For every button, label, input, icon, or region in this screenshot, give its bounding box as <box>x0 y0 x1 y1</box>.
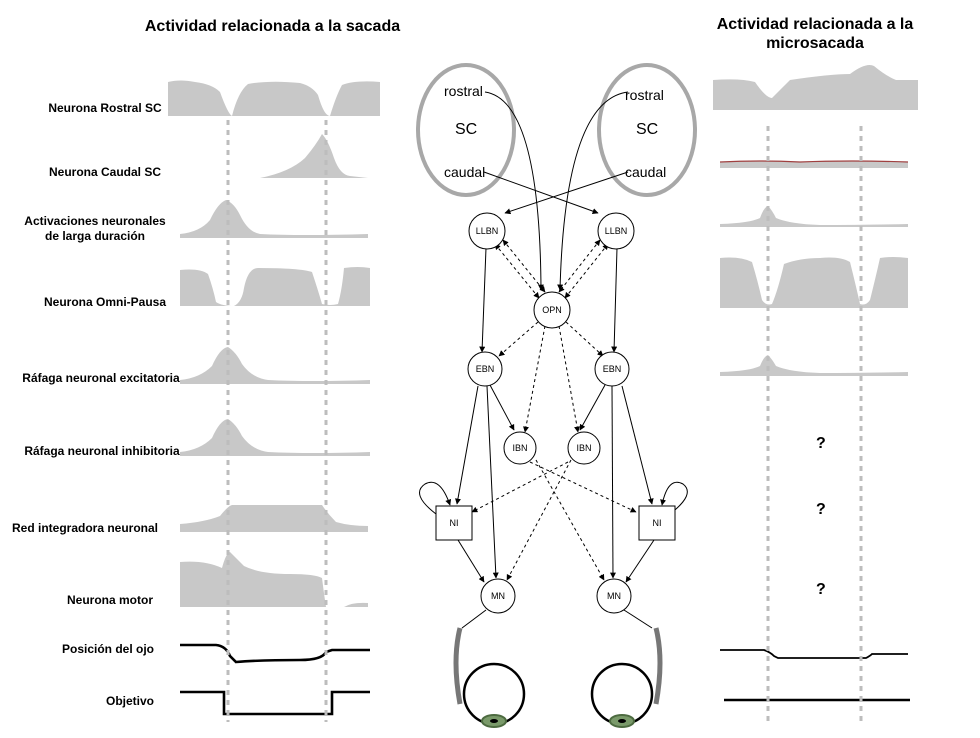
trace-rostral-sc <box>168 80 380 116</box>
micro-trace-caudal-line <box>719 160 909 163</box>
label-rostral-sc: Neurona Rostral SC <box>48 101 162 115</box>
micro-trace-llbn <box>720 206 908 227</box>
microsaccade-guides <box>766 126 863 722</box>
micro-trace-opn <box>720 257 908 308</box>
label-eye-position: Posición del ojo <box>61 642 154 656</box>
sc-right-outline <box>597 63 697 197</box>
circuit-labels: rostral SC caudal rostral SC caudal <box>444 83 666 180</box>
node-llbn-left <box>468 212 506 250</box>
node-ebn-right <box>594 351 630 387</box>
node-ni-left-label: NI <box>450 518 459 528</box>
trace-llbn <box>180 200 368 238</box>
sc-left-center-label: SC <box>455 121 477 138</box>
title-microsaccade: Actividad relacionada a la microsacada <box>700 15 930 53</box>
sc-left-rostral-label: rostral <box>444 83 483 99</box>
microsaccade-traces <box>713 65 918 376</box>
unknown-mn-mark: ? <box>816 581 826 598</box>
sc-right-center-label: SC <box>636 121 658 138</box>
node-llbn-right-label: LLBN <box>605 226 628 236</box>
trace-mn <box>180 552 368 607</box>
node-ebn-right-label: EBN <box>603 364 622 374</box>
circuit-dashed-connections <box>471 239 637 581</box>
sc-right-rostral-label: rostral <box>625 87 664 103</box>
node-mn-left-label: MN <box>491 591 505 601</box>
eye-muscle-left <box>453 627 463 705</box>
saccade-traces <box>168 80 380 607</box>
title-saccade: Actividad relacionada a la sacada <box>144 18 401 35</box>
node-llbn-right <box>597 212 635 250</box>
unknown-marks: ? ? ? <box>816 435 826 598</box>
label-llbn-line2: de larga duración <box>44 229 146 243</box>
trace-ibn <box>180 419 370 456</box>
node-labels: LLBN LLBN OPN EBN EBN IBN IBN NI NI MN M… <box>450 226 662 601</box>
trace-eye-position-saccade <box>180 643 370 664</box>
trace-target-saccade <box>180 690 370 716</box>
node-ibn-left-label: IBN <box>512 443 527 453</box>
label-ebn: Ráfaga neuronal excitatoria <box>22 371 180 385</box>
node-mn-right <box>596 578 632 614</box>
unknown-ni-mark: ? <box>816 501 826 518</box>
label-ibn: Ráfaga neuronal inhibitoria <box>24 444 180 458</box>
label-mn: Neurona motor <box>66 593 153 607</box>
label-opn: Neurona Omni-Pausa <box>43 295 167 309</box>
node-ibn-left <box>503 431 537 465</box>
sc-left-caudal-label: caudal <box>444 164 485 180</box>
node-ebn-left <box>467 351 503 387</box>
trace-caudal-sc <box>180 134 368 178</box>
trace-ni <box>180 505 368 532</box>
circuit-nodes <box>435 212 676 614</box>
trace-eye-position-microsaccade <box>720 649 908 659</box>
node-mn-right-label: MN <box>607 591 621 601</box>
label-llbn-line1: Activaciones neuronales <box>24 214 166 228</box>
node-opn-label: OPN <box>542 305 562 315</box>
eye-muscle-right <box>653 627 663 705</box>
node-ni-left <box>435 505 473 541</box>
sc-left-outline <box>416 63 516 197</box>
node-opn <box>533 291 571 329</box>
node-mn-left <box>480 578 516 614</box>
node-ni-right-label: NI <box>653 518 662 528</box>
eye-left <box>453 627 526 728</box>
node-llbn-left-label: LLBN <box>476 226 499 236</box>
label-ni: Red integradora neuronal <box>11 521 159 535</box>
label-target: Objetivo <box>105 694 154 708</box>
saccade-guides <box>226 120 328 722</box>
trace-ebn <box>180 347 370 384</box>
label-llbn: Activaciones neuronales de larga duració… <box>10 214 180 244</box>
unknown-ibn-mark: ? <box>816 435 826 452</box>
micro-trace-rostral-sc <box>713 65 918 110</box>
micro-trace-ebn <box>720 355 908 376</box>
eye-right <box>590 627 663 728</box>
node-ibn-right-label: IBN <box>576 443 591 453</box>
sc-right-caudal-label: caudal <box>625 164 666 180</box>
title-microsaccade-line1: Actividad relacionada a la <box>716 16 914 33</box>
node-ibn-right <box>567 431 601 465</box>
title-microsaccade-line2: microsacada <box>766 35 864 52</box>
label-caudal-sc: Neurona Caudal SC <box>48 165 162 179</box>
node-ebn-left-label: EBN <box>476 364 495 374</box>
node-ni-right <box>638 505 676 541</box>
trace-opn <box>180 267 370 306</box>
